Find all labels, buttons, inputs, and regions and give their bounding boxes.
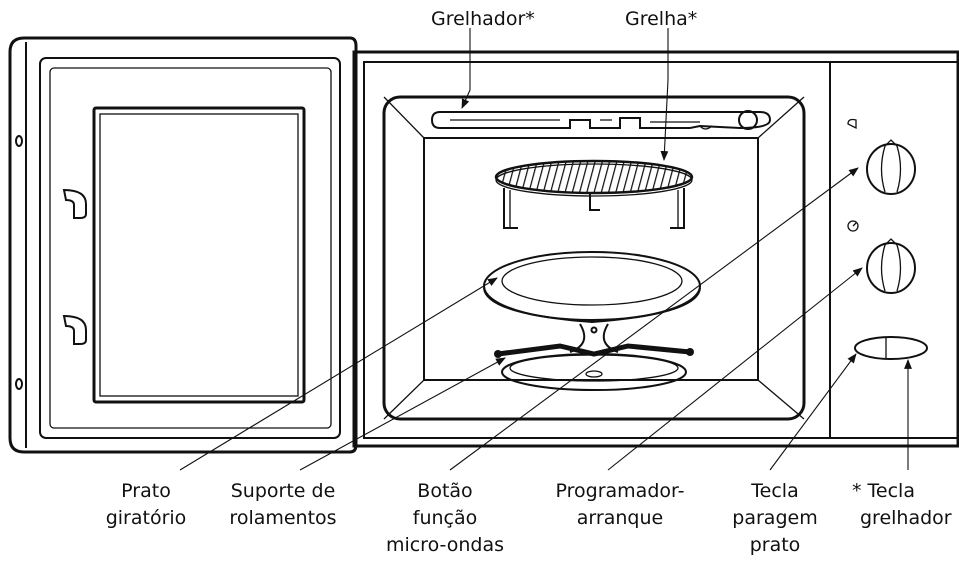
svg-text:rolamentos: rolamentos	[229, 507, 336, 529]
roller-support	[494, 323, 694, 391]
control-panel	[847, 118, 928, 360]
svg-text:Programador-: Programador-	[556, 480, 685, 502]
svg-text:paragem: paragem	[732, 507, 817, 529]
svg-text:função: função	[413, 507, 478, 529]
timer-knob[interactable]	[866, 238, 916, 294]
svg-text:prato: prato	[750, 534, 801, 556]
label-grelhador: Grelhador*	[431, 8, 535, 30]
oven-body	[352, 50, 959, 448]
svg-text:giratório: giratório	[106, 507, 187, 529]
microwave-knob[interactable]	[866, 139, 916, 195]
label-suporte-rolamentos: Suporte de rolamentos	[229, 480, 336, 529]
svg-text:Prato: Prato	[121, 480, 171, 502]
label-tecla-grelhador: * Tecla grelhador	[852, 480, 952, 529]
turntable-plate	[483, 251, 701, 324]
watt-icon	[847, 118, 857, 130]
timer-icon	[847, 220, 859, 232]
svg-text:arranque: arranque	[577, 507, 663, 529]
leader-lines	[179, 28, 912, 471]
label-programador: Programador- arranque	[556, 480, 685, 529]
turntable-stop-key[interactable]	[854, 336, 928, 360]
label-botao-funcao: Botão função micro-ondas	[386, 480, 504, 556]
svg-text:Suporte de: Suporte de	[231, 480, 336, 502]
grill-element	[430, 110, 772, 130]
svg-text:* Tecla: * Tecla	[852, 480, 915, 502]
label-grelha: Grelha*	[625, 8, 697, 30]
label-prato-giratorio: Prato giratório	[106, 480, 187, 529]
svg-text:Botão: Botão	[417, 480, 472, 502]
svg-text:grelhador: grelhador	[860, 507, 952, 529]
svg-text:Tecla: Tecla	[750, 480, 798, 502]
grill-rack	[494, 159, 694, 229]
oven-door	[8, 36, 358, 454]
svg-text:micro-ondas: micro-ondas	[386, 534, 504, 556]
label-tecla-paragem: Tecla paragem prato	[732, 480, 817, 556]
